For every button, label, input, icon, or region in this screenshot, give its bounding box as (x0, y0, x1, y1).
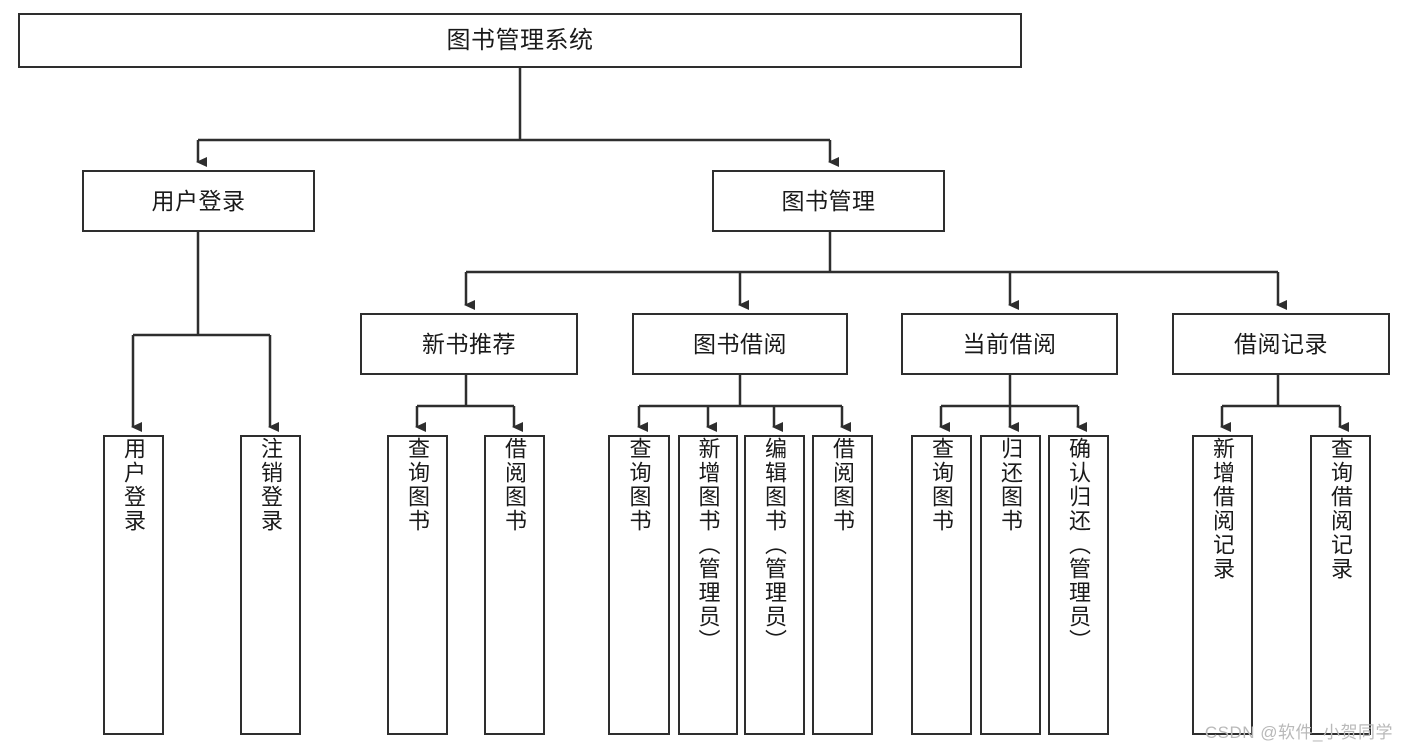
node-label: 新增图书（管理员） (695, 437, 721, 653)
node-label: 图书借阅 (693, 330, 787, 357)
leaf-query-book-current[interactable]: 查询图书 (911, 435, 972, 735)
node-label: 借阅图书 (830, 437, 856, 533)
leaf-add-borrow-record[interactable]: 新增借阅记录 (1192, 435, 1253, 735)
node-label: 用户登录 (151, 187, 246, 214)
node-label: 新书推荐 (422, 330, 516, 357)
node-new-book-recommend[interactable]: 新书推荐 (360, 313, 578, 375)
node-root-system[interactable]: 图书管理系统 (18, 13, 1022, 68)
leaf-borrow-book-recommend[interactable]: 借阅图书 (484, 435, 545, 735)
node-label: 编辑图书（管理员） (762, 437, 788, 653)
node-label: 新增借阅记录 (1210, 437, 1236, 581)
node-label: 查询图书 (626, 437, 652, 533)
node-label: 图书管理系统 (446, 26, 594, 54)
node-label: 当前借阅 (962, 330, 1057, 357)
node-book-management[interactable]: 图书管理 (712, 170, 945, 232)
leaf-logout[interactable]: 注销登录 (240, 435, 301, 735)
leaf-borrow-book[interactable]: 借阅图书 (812, 435, 873, 735)
leaf-query-borrow-record[interactable]: 查询借阅记录 (1310, 435, 1371, 735)
node-label: 查询借阅记录 (1328, 437, 1354, 581)
leaf-user-login[interactable]: 用户登录 (103, 435, 164, 735)
node-label: 图书管理 (781, 187, 876, 214)
node-label: 借阅图书 (502, 437, 528, 533)
node-user-login[interactable]: 用户登录 (82, 170, 315, 232)
leaf-edit-book-admin[interactable]: 编辑图书（管理员） (744, 435, 805, 735)
leaf-query-book-borrow[interactable]: 查询图书 (608, 435, 670, 735)
node-borrow-record[interactable]: 借阅记录 (1172, 313, 1390, 375)
node-label: 借阅记录 (1234, 330, 1328, 357)
node-label: 查询图书 (929, 437, 955, 533)
node-current-borrow[interactable]: 当前借阅 (901, 313, 1118, 375)
node-book-borrow[interactable]: 图书借阅 (632, 313, 848, 375)
leaf-query-book-recommend[interactable]: 查询图书 (387, 435, 448, 735)
node-label: 确认归还（管理员） (1066, 437, 1092, 653)
node-label: 注销登录 (258, 437, 284, 533)
node-label: 归还图书 (998, 437, 1024, 533)
csdn-watermark: CSDN @软件_小贺同学 (1204, 723, 1393, 742)
node-label: 用户登录 (121, 437, 147, 533)
node-label: 查询图书 (405, 437, 431, 533)
leaf-return-book[interactable]: 归还图书 (980, 435, 1041, 735)
leaf-add-book-admin[interactable]: 新增图书（管理员） (678, 435, 738, 735)
leaf-confirm-return-admin[interactable]: 确认归还（管理员） (1048, 435, 1109, 735)
